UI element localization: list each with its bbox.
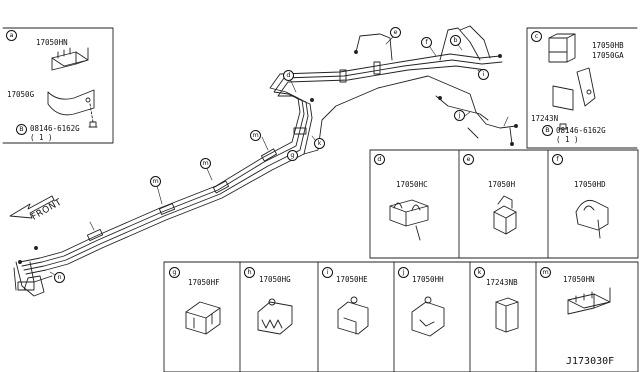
detail-i-part (337, 296, 369, 335)
bolt-part-a: 08146-6162G (30, 124, 80, 133)
bolt-symbol-c: B (542, 125, 553, 136)
detail-g-part (185, 301, 221, 335)
route-callout-d: d (283, 70, 294, 81)
tube-bundle (13, 25, 517, 297)
detail-callout-h: h (244, 267, 255, 278)
route-callout-f: f (421, 37, 432, 48)
route-clips (17, 61, 381, 291)
route-callout-m2: m (200, 158, 211, 169)
detail-j-part (411, 296, 445, 337)
bolt-qty-c: ( 1 ) (556, 135, 579, 144)
callout-a: a (6, 30, 17, 41)
detail-part-h: 17050HG (259, 275, 291, 284)
route-callout-k: k (314, 138, 325, 149)
part-17243N-label: 17243N (531, 114, 559, 123)
route-callout-e: e (390, 27, 401, 38)
part-17050GA-label: 17050GA (592, 51, 624, 60)
panel-a-clip (51, 47, 89, 71)
route-callout-n: n (54, 272, 65, 283)
detail-callout-k: k (474, 267, 485, 278)
detail-callout-i: i (322, 267, 333, 278)
detail-part-j: 17050HH (412, 275, 444, 284)
detail-part-g: 17050HF (188, 278, 220, 287)
detail-grid-row1 (369, 149, 639, 259)
callout-c: c (531, 31, 542, 42)
route-callout-m3: m (150, 176, 161, 187)
detail-callout-f: f (552, 154, 563, 165)
panel-c-bracket-ga (576, 67, 596, 107)
detail-callout-d: d (374, 154, 385, 165)
route-callout-j: j (454, 110, 465, 121)
panel-a-bracket (47, 89, 95, 116)
panel-c-frame (526, 27, 638, 149)
part-17050HN-label: 17050HN (36, 38, 68, 47)
panel-c-pad (552, 85, 574, 111)
tube-end-dots (18, 50, 518, 264)
detail-d-part (389, 199, 429, 241)
panel-a-bolt (88, 121, 98, 128)
panel-a-frame (2, 27, 114, 144)
front-arrow (9, 195, 55, 219)
detail-f-part (575, 199, 609, 239)
detail-callout-j: j (398, 267, 409, 278)
bolt-symbol-a: B (16, 124, 27, 135)
detail-part-d: 17050HC (396, 180, 428, 189)
detail-grid-row2 (163, 261, 639, 372)
detail-callout-m: m (540, 267, 551, 278)
part-17050G-label: 17050G (7, 90, 35, 99)
detail-part-k: 17243NB (486, 278, 518, 287)
drawing-number: J173030F (566, 356, 615, 367)
bolt-qty-a: ( 1 ) (30, 133, 53, 142)
detail-part-f: 17050HD (574, 180, 606, 189)
detail-part-m: 17050HN (563, 275, 595, 284)
bolt-part-c: 08146-6162G (556, 126, 606, 135)
panel-c-clip-hb (548, 33, 576, 63)
detail-h-part (257, 298, 293, 335)
detail-part-e: 17050H (488, 180, 516, 189)
detail-callout-g: g (169, 267, 180, 278)
route-callout-b: b (450, 35, 461, 46)
detail-m-part (567, 287, 611, 315)
detail-part-i: 17050HE (336, 275, 368, 284)
detail-e-part (493, 195, 517, 235)
route-callout-i: i (478, 69, 489, 80)
route-callout-m1: m (250, 130, 261, 141)
detail-callout-e: e (463, 154, 474, 165)
part-17050HB-label: 17050HB (592, 41, 624, 50)
callout-leaders (49, 35, 509, 279)
panel-c-bolt (558, 123, 568, 130)
detail-k-part (495, 297, 519, 333)
route-callout-g: g (287, 150, 298, 161)
